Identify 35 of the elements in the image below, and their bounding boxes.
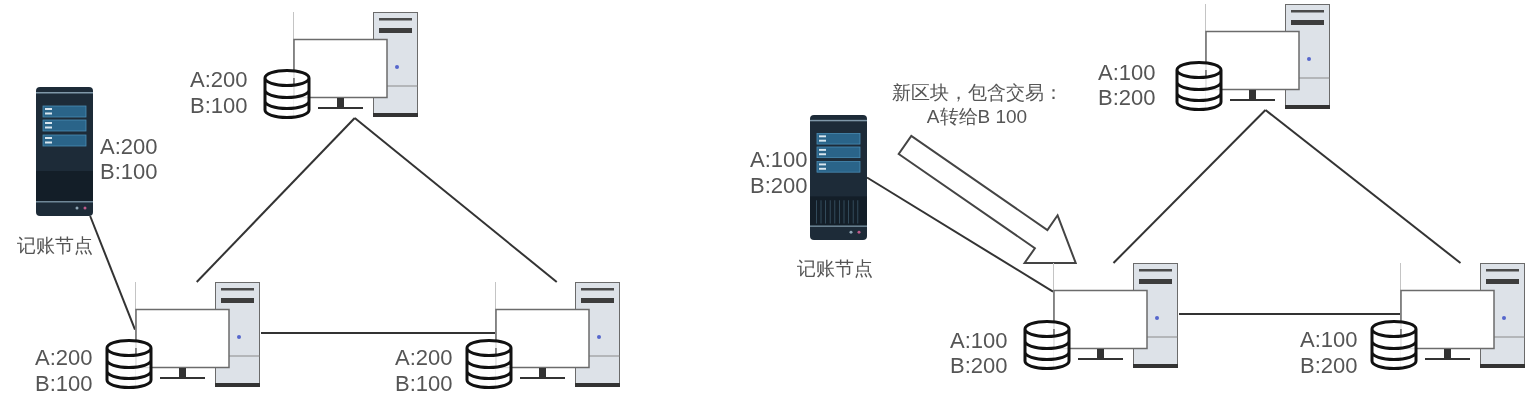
- connection-line: [1112, 109, 1267, 264]
- server-tower: [810, 115, 867, 240]
- balance-label: A:100: [750, 147, 808, 173]
- connection-line: [1178, 312, 1401, 315]
- connection-line: [1264, 109, 1462, 264]
- node-caption: 记账节点: [797, 257, 873, 280]
- desktop-computer: [1205, 4, 1331, 110]
- desktop-computer: [1400, 263, 1526, 369]
- connection-line: [89, 215, 136, 331]
- balance-label: B:100: [190, 93, 248, 119]
- connection-line: [195, 117, 356, 283]
- connection-line: [866, 176, 1054, 293]
- balance-label: B:100: [35, 371, 93, 397]
- block-arrow: [897, 134, 1078, 264]
- balance-label: B:200: [1300, 353, 1358, 379]
- balance-label: A:100: [1300, 327, 1358, 353]
- balance-label: A:200: [395, 345, 453, 371]
- balance-label: B:200: [950, 353, 1008, 379]
- desktop-computer: [495, 282, 621, 388]
- balance-label: A:100: [950, 328, 1008, 354]
- balance-label: A:100: [1098, 60, 1156, 86]
- balance-label: B:200: [750, 173, 808, 199]
- balance-label: B:100: [395, 371, 453, 397]
- desktop-computer: [293, 12, 419, 118]
- balance-label: B:200: [1098, 85, 1156, 111]
- connection-line: [260, 331, 496, 334]
- node-caption: 记账节点: [17, 234, 93, 257]
- balance-label: B:100: [100, 159, 158, 185]
- balance-label: A:200: [190, 67, 248, 93]
- balance-label: A:200: [100, 134, 158, 160]
- balance-label: A:200: [35, 345, 93, 371]
- connection-line: [353, 117, 558, 283]
- desktop-computer: [135, 282, 261, 388]
- server-tower: [36, 87, 93, 216]
- desktop-computer: [1053, 263, 1179, 369]
